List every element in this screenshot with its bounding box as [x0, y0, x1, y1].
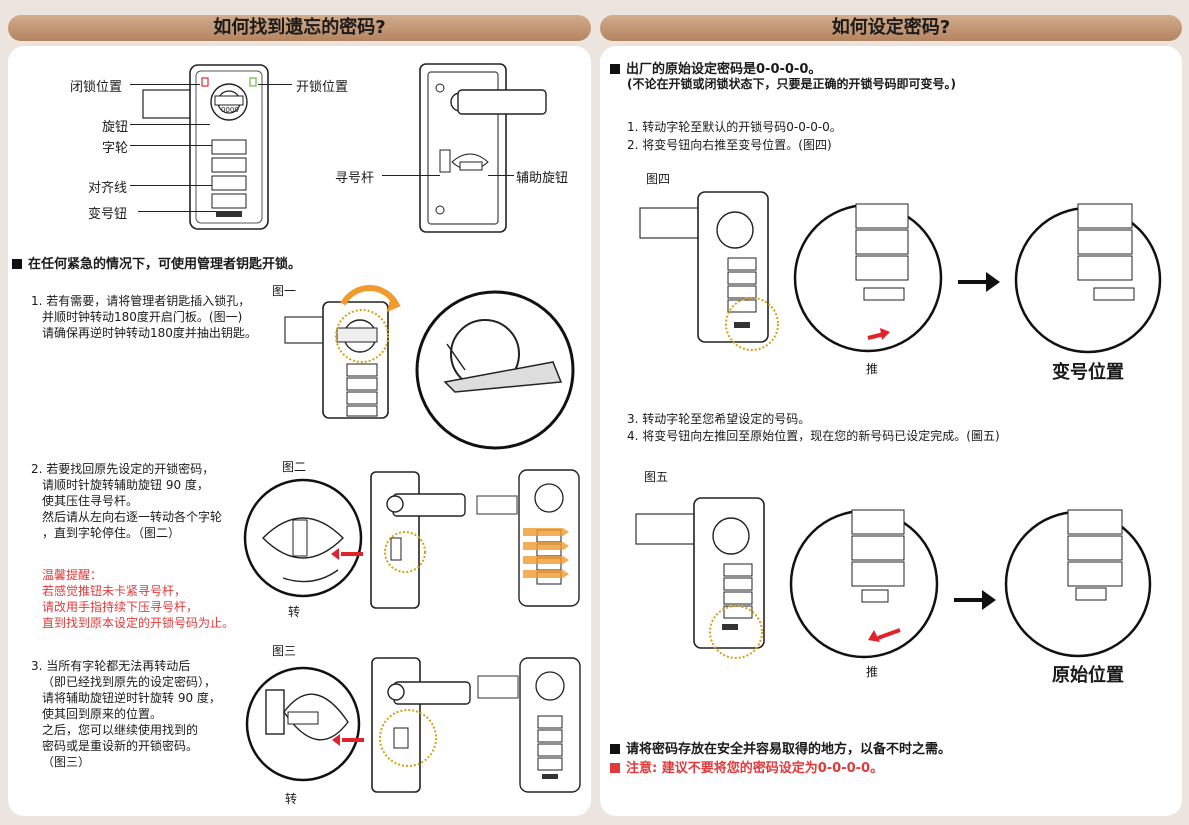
push-label: 推: [866, 362, 879, 376]
label-dials: 字轮: [102, 141, 129, 156]
leader-line: [130, 185, 212, 186]
label-knob: 旋钮: [102, 120, 129, 135]
lock-front-diagram: [142, 64, 269, 230]
left-header: 如何找到遗忘的密码?: [8, 15, 591, 41]
fig1-label: 图一: [272, 284, 297, 298]
step3-line: （即已经找到原先的设定密码），: [42, 675, 217, 689]
set-step4: 4. 将变号钮向左推回至原始位置，现在您的新号码已设定完成。(圖五): [627, 429, 1000, 443]
step2-line: 使其压住寻号杆。: [42, 494, 139, 508]
step3-line: 3. 当所有字轮都无法再转动后: [31, 659, 191, 673]
leader-line: [130, 84, 200, 85]
fig3-label: 图三: [272, 644, 297, 658]
step3-line: （图三）: [42, 755, 91, 769]
label-lock-position: 闭锁位置: [70, 80, 123, 95]
leader-line: [138, 211, 216, 212]
intro-default-code: 出厂的原始设定密码是0-0-0-0。: [610, 58, 821, 77]
original-position-title: 原始位置: [1052, 665, 1124, 686]
step2-line: 然后请从左向右逐一转动各个字轮: [42, 510, 223, 524]
fig2-label: 图二: [282, 460, 307, 474]
leader-line: [130, 145, 212, 146]
step3-line: 密码或是重设新的开锁密码。: [42, 739, 199, 753]
leader-line: [382, 175, 440, 176]
set-step3: 3. 转动字轮至您希望设定的号码。: [627, 412, 811, 426]
fig3-diagram: [245, 657, 581, 793]
step1-line: 请确保再逆时钟转动180度并抽出钥匙。: [42, 326, 257, 340]
label-search-rod: 寻号杆: [335, 171, 375, 186]
label-align-line: 对齐线: [88, 181, 128, 196]
set-step1: 1. 转动字轮至默认的开锁号码0-0-0-0。: [627, 120, 842, 134]
leader-line: [130, 124, 210, 125]
step1-line: 并顺时钟转动180度开启门板。(图一): [42, 310, 243, 324]
leader-line: [258, 84, 292, 85]
step2-line: ，直到字轮停住。（图二）: [42, 526, 181, 540]
fig1-lock-with-key: [284, 285, 575, 450]
turn-label: 转: [288, 605, 301, 619]
turn-label: 转: [285, 792, 298, 806]
emergency-note: 在任何紧急的情况下，可使用管理者钥匙开锁。: [12, 253, 301, 272]
fig4-label: 图四: [646, 172, 671, 186]
tip-line: 温馨提醒：: [42, 568, 103, 582]
right-header: 如何设定密码?: [600, 15, 1182, 41]
push-label: 推: [866, 665, 879, 679]
intro-note: (不论在开锁或闭锁状态下，只要是正确的开锁号码即可变号。): [627, 77, 956, 91]
fig5-diagram: [635, 497, 1152, 659]
fig5-label: 图五: [644, 470, 669, 484]
tip-line: 直到找到原本设定的开锁号码为止。: [42, 616, 235, 630]
tip-line: 若感觉推钮未卡紧寻号杆，: [42, 584, 187, 598]
step3-line: 之后，您可以继续使用找到的: [42, 723, 199, 737]
leader-line: [488, 175, 514, 176]
step2-line: 请顺时针旋转辅助旋钮 90 度，: [42, 478, 209, 492]
fig4-diagram: [639, 191, 1162, 354]
step3-line: 请将辅助旋钮逆时针旋转 90 度，: [42, 691, 221, 705]
lock-back-diagram: [419, 63, 547, 233]
change-position-title: 变号位置: [1052, 362, 1124, 383]
step3-line: 使其回到原来的位置。: [42, 707, 163, 721]
tip-line: 请改用手指持续下压寻号杆，: [42, 600, 199, 614]
lock-digits-label: 0000: [221, 106, 239, 114]
fig2-diagram: [243, 469, 580, 609]
step2-line: 2. 若要找回原先设定的开锁密码，: [31, 462, 215, 476]
label-open-position: 开锁位置: [296, 80, 349, 95]
step1-line: 1. 若有需要，请将管理者钥匙插入锁孔，: [31, 294, 251, 308]
label-aux-knob: 辅助旋钮: [516, 171, 569, 186]
right-panel: [600, 46, 1182, 816]
label-change-button: 变号钮: [88, 207, 128, 222]
note-store-password: 请将密码存放在安全并容易取得的地方，以备不时之需。: [610, 738, 951, 757]
set-step2: 2. 将变号钮向右推至变号位置。(图四): [627, 138, 832, 152]
note-warning: 注意: 建议不要将您的密码设定为0-0-0-0。: [610, 757, 883, 776]
